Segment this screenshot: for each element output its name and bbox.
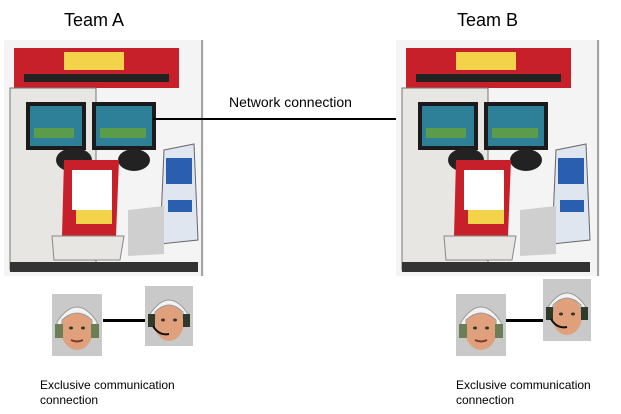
team-b-caption-line2: connection (456, 393, 515, 407)
team-a-caption-line2: connection (40, 393, 99, 407)
network-connection-line (153, 118, 400, 120)
team-a-arcade-cabinet (4, 40, 204, 276)
network-connection-label: Network connection (229, 94, 352, 110)
team-b-pilot-helmet-head (456, 294, 506, 356)
team-b-caption-line1: Exclusive communication (456, 378, 591, 392)
team-a-crew-link (103, 319, 145, 322)
team-a-caption-line1: Exclusive communication (40, 378, 175, 392)
team-b-crew-link (506, 319, 543, 322)
team-a-headset-head (145, 286, 193, 346)
team-b-headset-head (543, 279, 591, 341)
team-a-pilot-helmet-head (52, 294, 102, 356)
team-a-title: Team A (64, 10, 125, 30)
team-b-arcade-cabinet (396, 40, 600, 276)
team-b-title: Team B (457, 10, 519, 30)
